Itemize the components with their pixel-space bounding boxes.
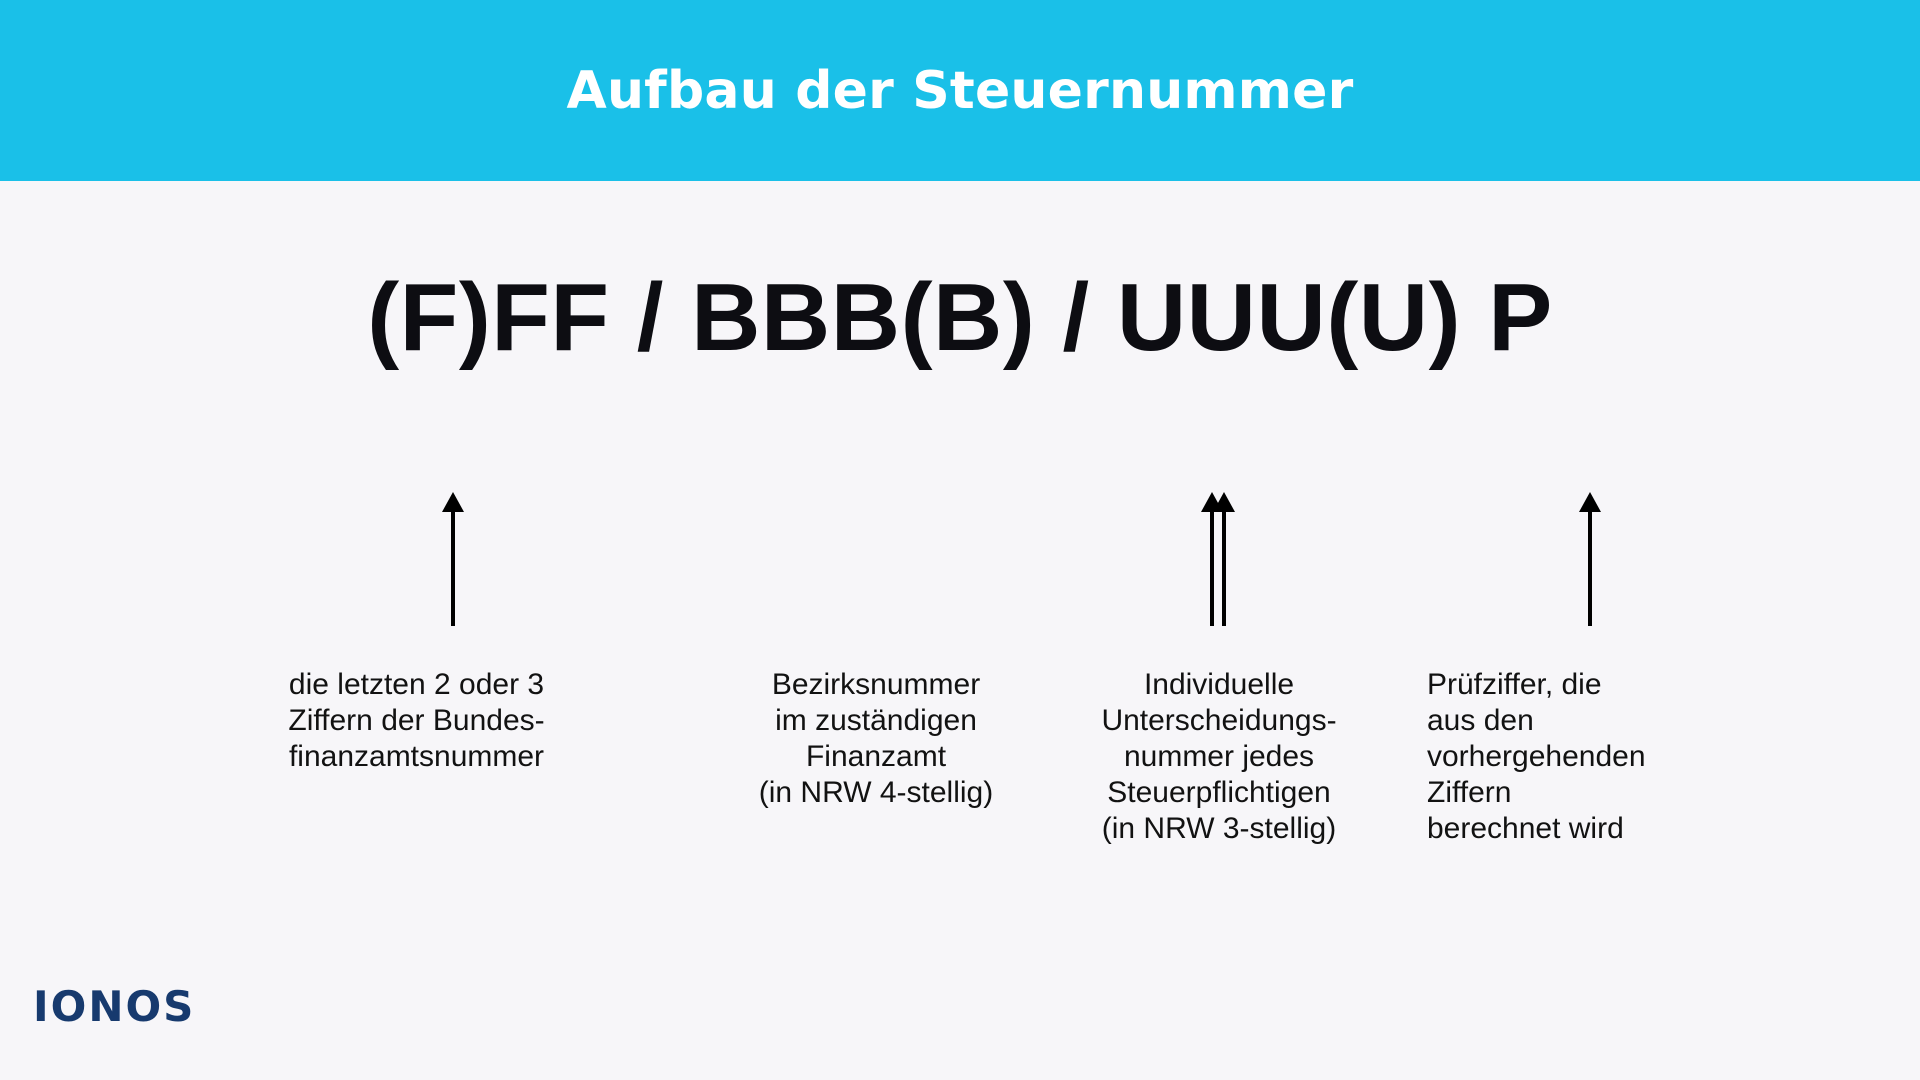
formula-container: (F)FF / BBB(B) / UUU(U) P xyxy=(0,264,1920,371)
up-arrow-icon xyxy=(1415,492,1690,627)
segment-column-pruefziffer: Prüfziffer, die aus den vorhergehenden Z… xyxy=(1415,492,1690,847)
segment-caption-unterscheidungsnummer: Individuelle Unterscheidungs- nummer jed… xyxy=(1101,668,1337,845)
up-arrow-icon xyxy=(230,492,625,627)
ionos-logo: IONOS xyxy=(33,986,195,1028)
segment-columns: die letzten 2 oder 3 Ziffern der Bundes-… xyxy=(230,492,1690,847)
segment-caption-bezirksnummer: Bezirksnummer im zuständigen Finanzamt (… xyxy=(758,668,994,809)
header-banner: Aufbau der Steuernummer xyxy=(0,0,1920,181)
up-arrow-icon xyxy=(1015,492,1415,627)
ionos-logo-text: IONOS xyxy=(33,982,196,1031)
arrow-shaft xyxy=(1588,506,1592,626)
arrow-shaft xyxy=(1222,506,1226,626)
arrow-head-icon xyxy=(1579,492,1601,512)
segment-column-bezirksnummer: Bezirksnummer im zuständigen Finanzamt (… xyxy=(625,492,1235,811)
page-title: Aufbau der Steuernummer xyxy=(566,60,1354,121)
segment-column-finanzamtsnummer: die letzten 2 oder 3 Ziffern der Bundes-… xyxy=(230,492,625,775)
up-arrow-icon xyxy=(625,492,1235,627)
tax-number-formula: (F)FF / BBB(B) / UUU(U) P xyxy=(367,264,1553,371)
segment-column-unterscheidungsnummer: Individuelle Unterscheidungs- nummer jed… xyxy=(1015,492,1415,847)
arrow-shaft xyxy=(1210,506,1214,626)
arrow-shaft xyxy=(451,506,455,626)
arrow-head-icon xyxy=(1201,492,1223,512)
segment-caption-pruefziffer: Prüfziffer, die aus den vorhergehenden Z… xyxy=(1427,668,1646,845)
segment-caption-finanzamtsnummer: die letzten 2 oder 3 Ziffern der Bundes-… xyxy=(288,668,545,773)
arrow-head-icon xyxy=(442,492,464,512)
